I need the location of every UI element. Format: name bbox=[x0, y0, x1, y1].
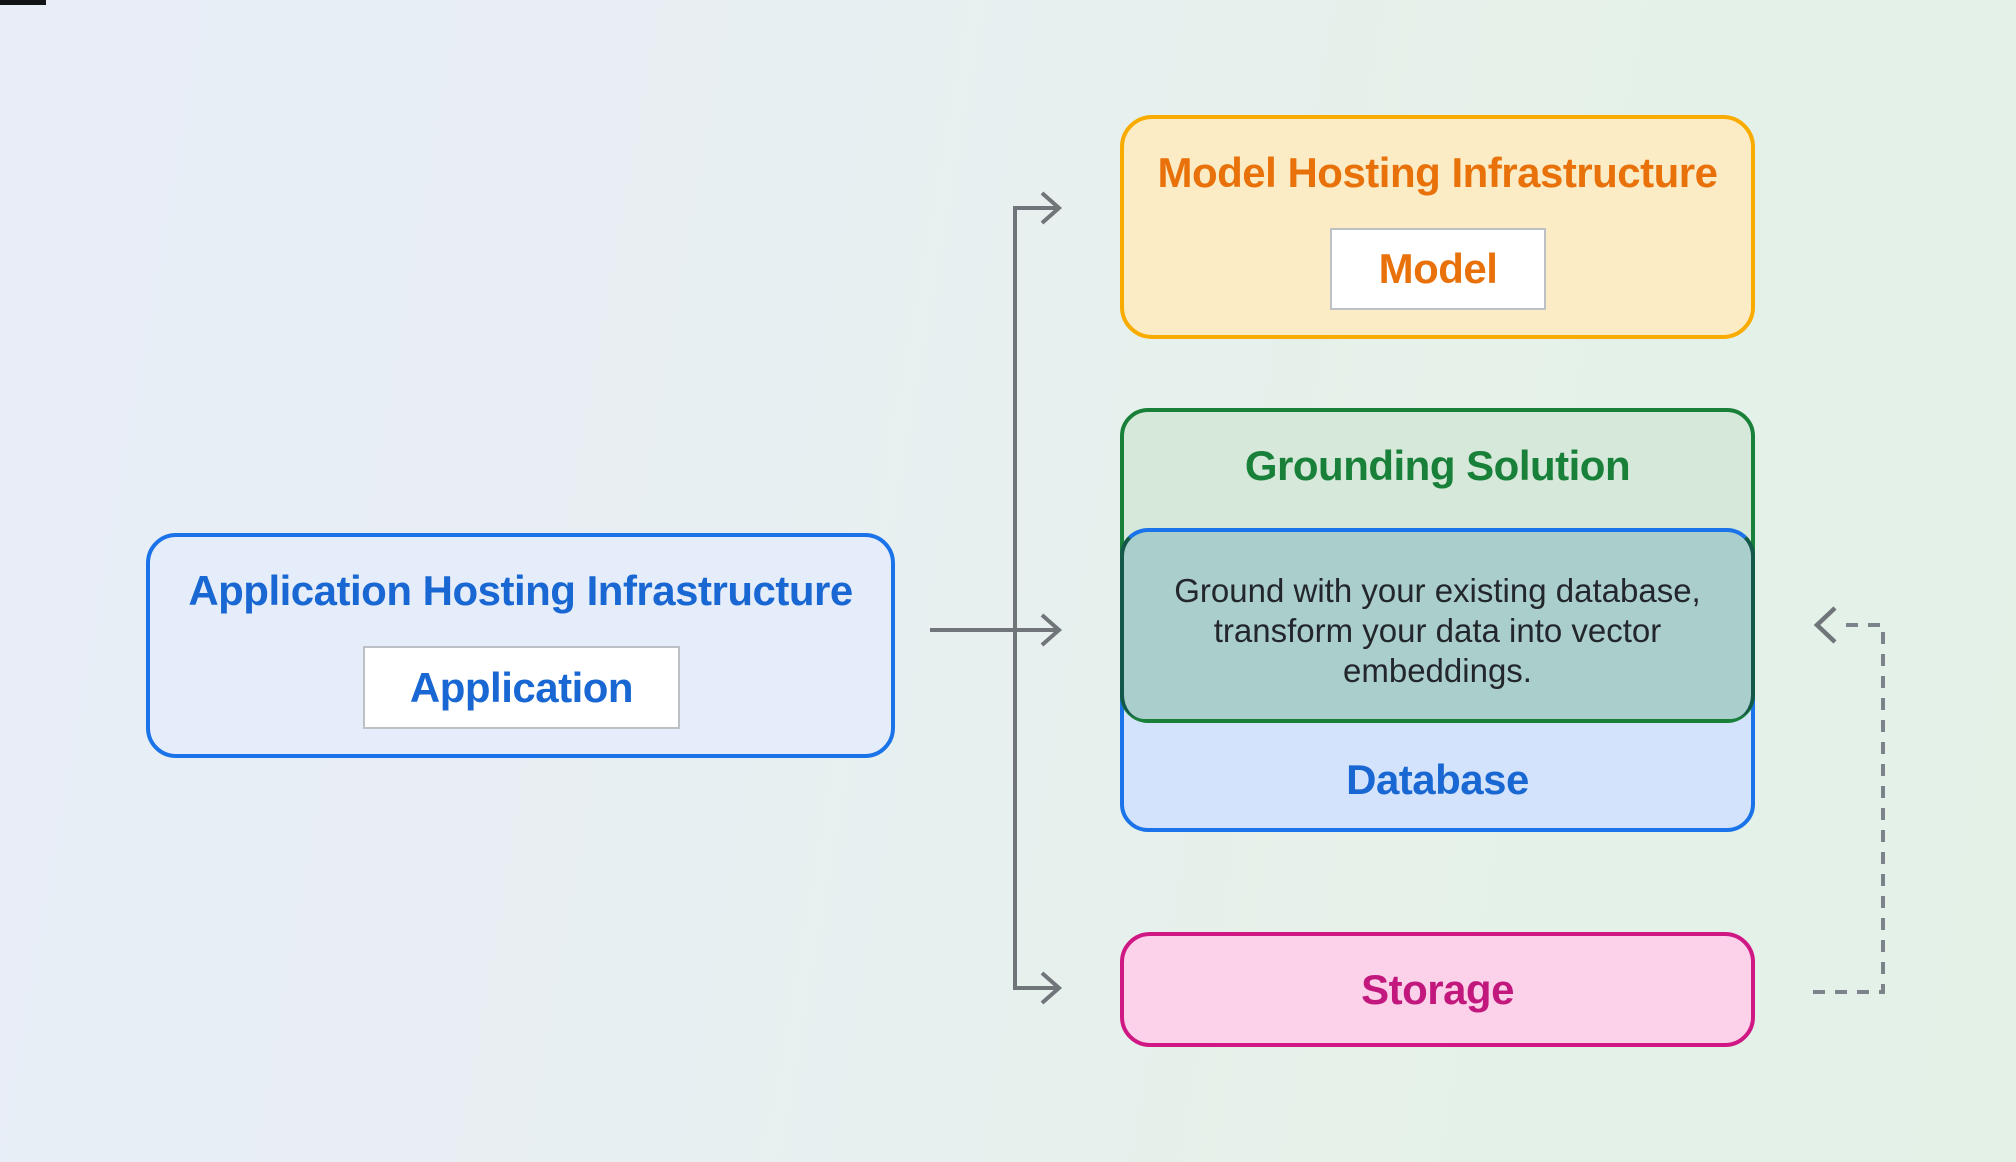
storage-label: Storage bbox=[1361, 965, 1514, 1013]
application-hosting-box: Application Hosting Infrastructure Appli… bbox=[146, 533, 895, 758]
application-hosting-title: Application Hosting Infrastructure bbox=[188, 567, 853, 614]
grounding-note-line-2: transform your data into vector bbox=[1213, 611, 1662, 649]
grounding-note-line-1: Ground with your existing database, bbox=[1174, 571, 1701, 609]
model-hosting-title: Model Hosting Infrastructure bbox=[1157, 149, 1718, 196]
model-chip-label: Model bbox=[1378, 245, 1498, 292]
model-hosting-box: Model Hosting Infrastructure Model bbox=[1120, 115, 1755, 339]
grounding-note-panel: Ground with your existing database, tran… bbox=[1120, 528, 1755, 719]
application-chip: Application bbox=[363, 646, 680, 729]
storage-box: Storage bbox=[1120, 932, 1755, 1047]
arrowhead-to-storage-icon bbox=[1040, 971, 1063, 1005]
grounding-note-line-3: embeddings. bbox=[1343, 651, 1532, 689]
database-label: Database bbox=[1346, 756, 1529, 803]
dashed-arrow-storage-to-grounding bbox=[1813, 623, 1885, 994]
dashed-arrowhead-to-grounding-icon bbox=[1813, 606, 1837, 644]
application-chip-label: Application bbox=[409, 663, 634, 711]
model-chip: Model bbox=[1330, 228, 1546, 310]
arrowhead-to-model-icon bbox=[1040, 191, 1063, 225]
grounding-note-text: Ground with your existing database, tran… bbox=[1174, 561, 1700, 691]
solid-arrow-trunk bbox=[1013, 206, 1056, 990]
arrowhead-to-grounding-icon bbox=[1040, 613, 1063, 647]
corner-artifact-mark bbox=[0, 0, 46, 5]
grounding-solution-title: Grounding Solution bbox=[1244, 442, 1631, 489]
